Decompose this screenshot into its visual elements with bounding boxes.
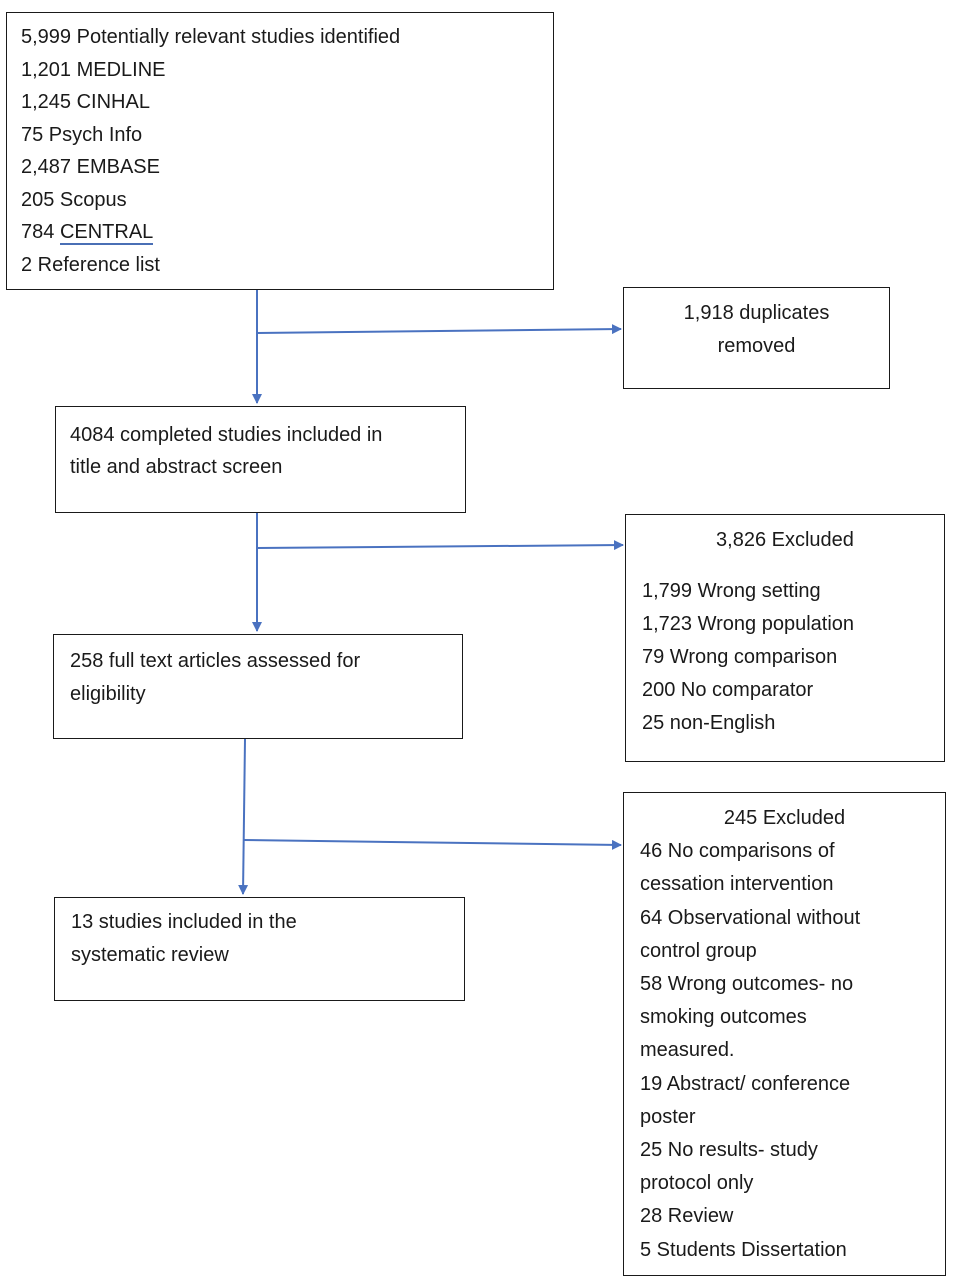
sources-line: 5,999 Potentially relevant studies ident… [21, 26, 401, 48]
included-line: 13 studies included in the [71, 911, 297, 933]
sources-line: 2,487 EMBASE [21, 156, 160, 178]
screen-line: title and abstract screen [70, 456, 283, 478]
excluded1-item: 1,723 Wrong population [642, 613, 855, 635]
identified-studies-box: 5,999 Potentially relevant studies ident… [6, 12, 554, 290]
sources-line: 75 Psych Info [21, 123, 143, 146]
excluded1-title: 3,826 Excluded [716, 529, 854, 551]
excluded1-item: 25 non-English [642, 712, 776, 734]
duplicates-removed-box: 1,918 duplicates removed [623, 287, 890, 389]
duplicates-line: 1,918 duplicates [683, 302, 830, 324]
central-count: 784 [21, 221, 55, 243]
arrow-to-duplicates [256, 324, 622, 335]
excluded2-line: poster [640, 1105, 696, 1128]
excluded1-item: 1,799 Wrong setting [642, 580, 821, 602]
excluded2-line: protocol only [640, 1172, 754, 1195]
fulltext-line: 258 full text articles assessed for [70, 650, 361, 672]
sources-line-central: 784 CENTRAL [21, 216, 539, 249]
included-line: systematic review [71, 944, 229, 966]
excluded-fulltext-box: 245 Excluded 46 No comparisons of cessat… [623, 792, 946, 1276]
excluded2-line: 46 No comparisons of [640, 840, 835, 863]
full-text-assessed-box: 258 full text articles assessed for elig… [53, 634, 463, 739]
excluded2-title: 245 Excluded [723, 807, 846, 829]
excluded2-line: 28 Review [640, 1205, 734, 1228]
sources-line: 1,201 MEDLINE [21, 58, 166, 81]
excluded-screen-box: 3,826 Excluded 1,799 Wrong setting 1,723… [625, 514, 945, 762]
excluded1-item: 79 Wrong comparison [642, 646, 838, 668]
excluded2-line: measured. [640, 1039, 735, 1062]
excluded2-line: 25 No results- study [640, 1139, 818, 1162]
excluded2-line: 19 Abstract/ conference [640, 1072, 851, 1095]
included-studies-box: 13 studies included in the systematic re… [54, 897, 465, 1001]
spacer [642, 557, 928, 575]
excluded2-line: 58 Wrong outcomes- no [640, 973, 854, 996]
excluded1-item: 200 No comparator [642, 679, 814, 701]
arrow-to-excluded2 [243, 839, 622, 850]
sources-line: 205 Scopus [21, 188, 127, 211]
sources-line: 1,245 CINHAL [21, 91, 150, 113]
excluded2-line: smoking outcomes [640, 1006, 807, 1029]
sources-line: 2 Reference list [21, 253, 160, 276]
title-abstract-screen-box: 4084 completed studies included in title… [55, 406, 466, 513]
excluded2-line: 64 Observational without [640, 906, 861, 929]
duplicates-line: removed [717, 335, 796, 357]
excluded2-line: 5 Students Dissertation [640, 1238, 847, 1261]
arrow-to-excluded1 [256, 540, 624, 551]
central-name: CENTRAL [59, 221, 154, 245]
excluded2-line: control group [640, 939, 757, 962]
arrow-fulltext-to-included [238, 738, 249, 895]
fulltext-line: eligibility [70, 683, 146, 705]
excluded2-line: cessation intervention [640, 873, 834, 896]
screen-line: 4084 completed studies included in [70, 424, 383, 446]
